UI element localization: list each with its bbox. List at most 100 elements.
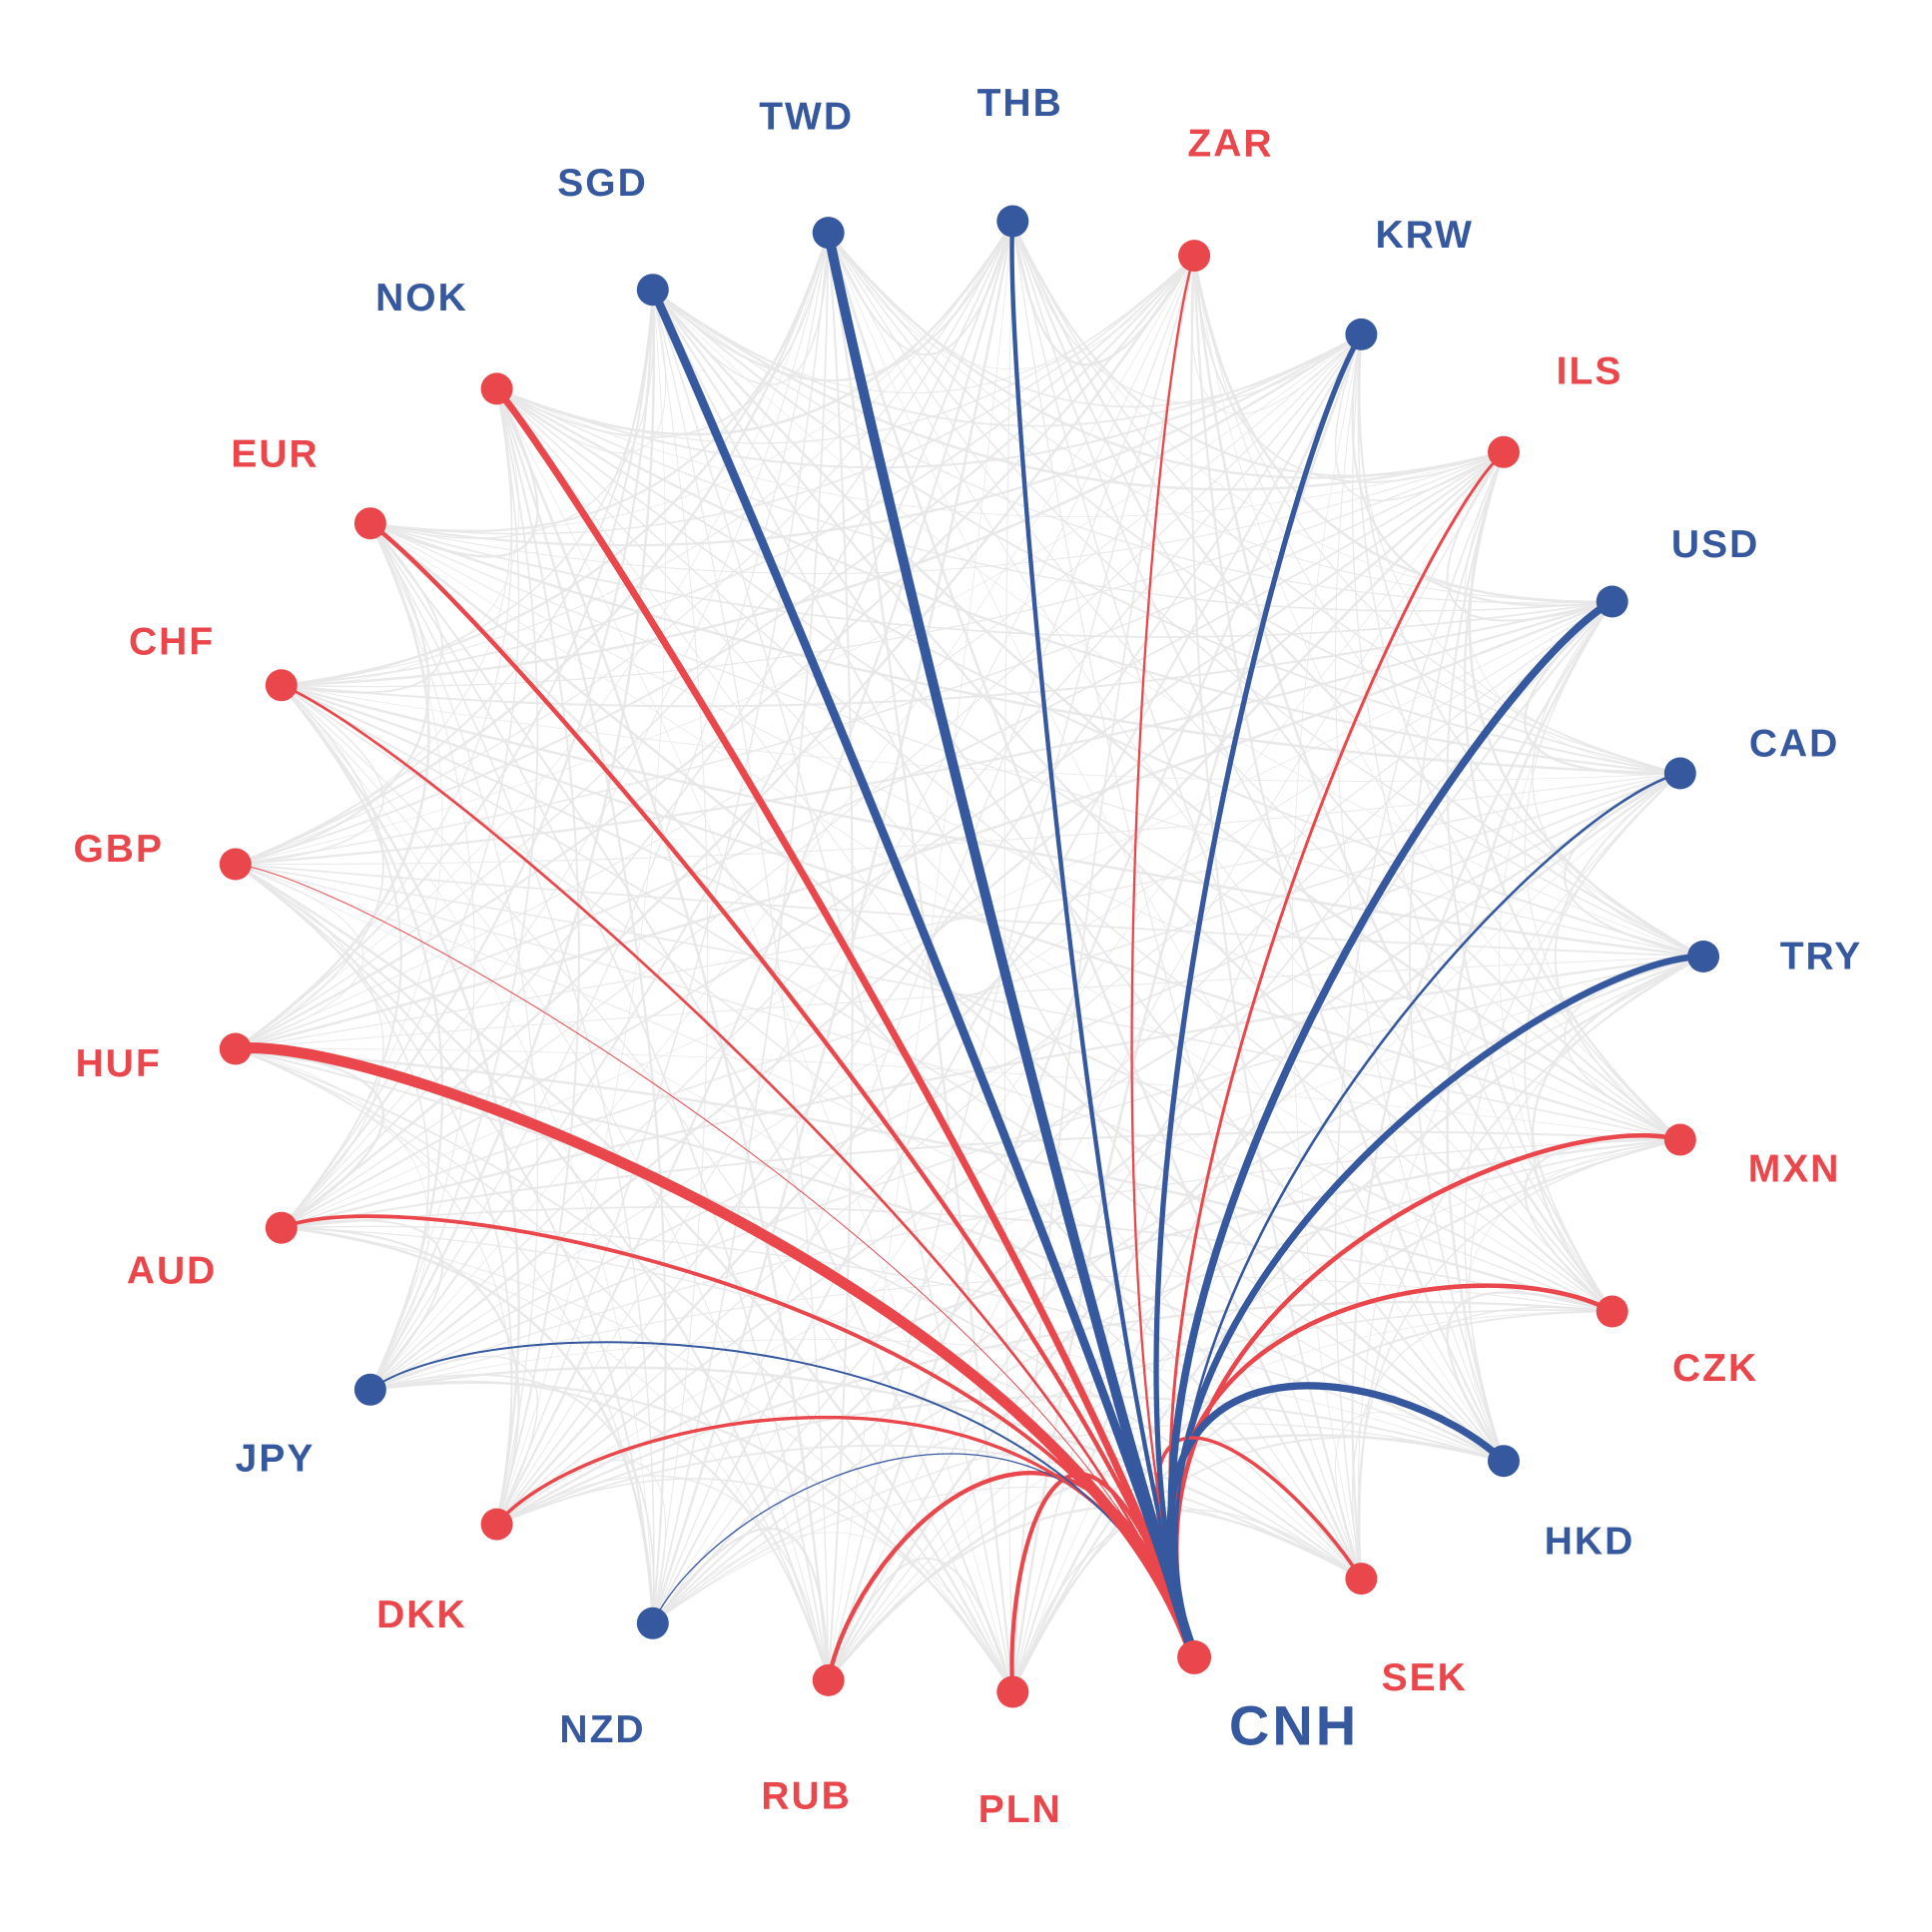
web-edge <box>235 451 1505 866</box>
web-edge <box>828 1311 1613 1681</box>
web-edge <box>234 289 654 866</box>
web-edge <box>1464 451 1681 774</box>
web-edge <box>652 232 830 385</box>
label-twd: TWD <box>759 96 854 139</box>
node-try <box>1687 941 1719 972</box>
node-aud <box>265 1211 298 1244</box>
web-edge <box>234 522 430 866</box>
web-edge <box>234 450 1505 1050</box>
web-edge <box>651 289 1681 775</box>
label-czk: CZK <box>1672 1347 1758 1390</box>
edge-zar-to-cnh <box>1130 254 1196 1659</box>
web-edge <box>1011 600 1613 1693</box>
web-edge <box>1357 333 1681 775</box>
web-edge <box>369 522 655 1624</box>
web-edge <box>280 684 1705 959</box>
label-chf: CHF <box>129 620 215 663</box>
web-edge <box>1357 1138 1681 1580</box>
edge-sgd-to-cnh <box>648 285 1199 1662</box>
edge-dkk-to-cnh <box>494 1415 1196 1659</box>
web-edge <box>651 289 1506 1463</box>
node-usd <box>1596 585 1628 618</box>
web-edge <box>369 1374 655 1624</box>
web-edge <box>828 232 1195 369</box>
web-edge <box>280 1130 1681 1229</box>
web-edge <box>652 289 1704 958</box>
label-huf: HUF <box>76 1042 162 1085</box>
web-edge <box>234 231 830 866</box>
web-edge <box>651 232 830 1624</box>
label-zar: ZAR <box>1187 122 1273 165</box>
web-edge <box>369 255 1195 1391</box>
web-edge <box>280 332 1363 687</box>
node-sek <box>1345 1563 1378 1596</box>
web-edge <box>235 772 1681 866</box>
web-edge <box>234 863 654 1624</box>
web-edge <box>280 450 1506 1229</box>
web-edge <box>651 220 1014 1625</box>
web-edge <box>1011 220 1363 1580</box>
web-edge <box>1446 600 1613 1463</box>
web-edge <box>652 289 1613 604</box>
web-edge <box>369 522 1613 638</box>
edge-huf-to-cnh <box>230 1042 1200 1663</box>
edge-try-to-cnh <box>1170 953 1707 1661</box>
web-edge <box>1351 333 1613 1313</box>
label-pln: PLN <box>978 1788 1062 1831</box>
web-edge <box>234 254 1196 1050</box>
edge-eur-to-cnh <box>367 521 1197 1660</box>
node-hkd <box>1488 1445 1520 1478</box>
web-edge <box>280 289 654 1229</box>
web-edge <box>827 220 1014 356</box>
label-krw: KRW <box>1375 214 1473 257</box>
web-edge <box>1011 220 1681 775</box>
web-edge <box>496 289 666 454</box>
web-edge <box>1192 254 1613 604</box>
node-zar <box>1178 240 1211 273</box>
web-edge <box>1011 773 1681 1692</box>
label-cad: CAD <box>1749 723 1840 766</box>
web-edge <box>1446 450 1613 622</box>
web-edge <box>234 255 1196 866</box>
web-edge <box>1334 333 1505 502</box>
node-nok <box>480 372 513 405</box>
web-edge <box>235 863 384 1229</box>
web-edge <box>368 1366 1363 1581</box>
node-cad <box>1663 757 1696 790</box>
edge-chf-to-cnh <box>280 683 1196 1659</box>
web-edge <box>652 289 1014 1693</box>
web-edge <box>1192 254 1506 1463</box>
web-edge <box>1357 772 1681 1580</box>
web-edge <box>495 220 1014 436</box>
web-edge <box>368 450 1506 1391</box>
web-edge <box>280 255 1195 687</box>
node-jpy <box>353 1373 386 1406</box>
node-mxn <box>1663 1123 1696 1156</box>
web-edge <box>235 772 1681 1050</box>
web-edge <box>235 684 384 866</box>
web-edge <box>495 333 1363 1526</box>
web-edge <box>235 1047 654 1624</box>
label-aud: AUD <box>127 1250 218 1293</box>
web-edge <box>652 1532 1013 1692</box>
label-usd: USD <box>1671 523 1759 566</box>
node-sgd <box>636 274 669 307</box>
web-edge <box>1357 333 1681 1141</box>
node-gbp <box>219 848 252 881</box>
web-edge <box>1531 955 1705 1313</box>
web-edge <box>495 387 667 1624</box>
web-edge <box>1011 255 1195 1693</box>
web-edge <box>1446 450 1613 1313</box>
edge-usd-to-cnh <box>1167 597 1616 1661</box>
web-edge <box>281 387 520 1229</box>
web-edge <box>1554 772 1681 1141</box>
web-edge <box>369 1355 539 1526</box>
label-nzd: NZD <box>559 1708 645 1751</box>
background-web-edges <box>234 220 1705 1693</box>
web-edge <box>1499 601 1613 1312</box>
web-edge <box>1351 1306 1613 1580</box>
web-edge <box>828 221 1013 1681</box>
web-edge <box>281 684 1681 782</box>
web-edge <box>234 289 654 1050</box>
